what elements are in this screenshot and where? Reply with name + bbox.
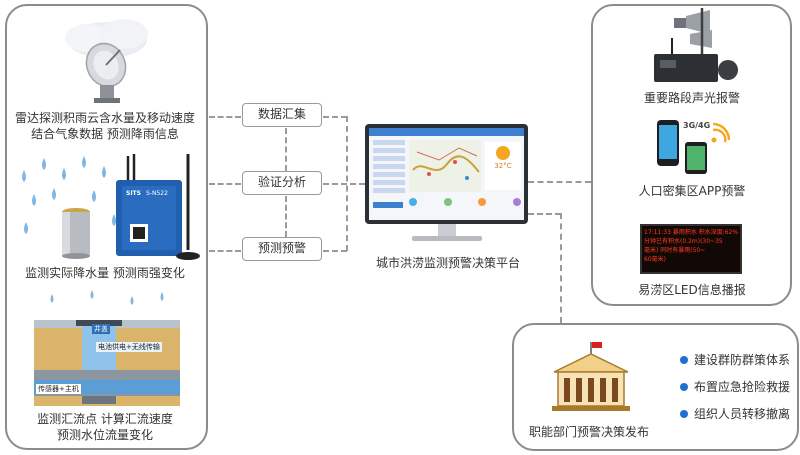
alarm-caption: 重要路段声光报警 (643, 91, 740, 105)
radar-caption-line2: 结合气象数据 预测降雨信息 (31, 127, 179, 141)
connector-line (209, 183, 241, 185)
monitor-neck (438, 224, 456, 236)
connector-line (209, 250, 241, 252)
rain-gauge-icon (62, 208, 90, 259)
led-text-line: 毫米) 同时有暴雨(50~ (644, 247, 706, 254)
list-item: 布置应急抢险救援 (680, 379, 790, 395)
radar-caption-line1: 雷达探测积雨云含水量及移动速度 (15, 111, 196, 125)
bullet-icon (680, 410, 688, 418)
led-text-line: 60毫米) (644, 256, 666, 263)
led-caption: 易涝区LED信息播报 (638, 283, 746, 297)
flow-caption-line1: 监测汇流点 计算汇流速度 (37, 412, 173, 426)
sensor-host-label: 传感器+主机 (36, 384, 81, 394)
rtu-brand-label: SITS (126, 190, 141, 197)
government-building-icon (552, 342, 630, 411)
bullet-icon (680, 356, 688, 364)
led-text-line: 分钟已有积水(0.2m)(30~35 (644, 238, 723, 245)
bottom-caption: 职能部门预警决策发布 (528, 425, 649, 439)
manhole-label: 井盖 (92, 324, 110, 334)
connector-line (209, 116, 241, 118)
forecast-warning-step: 预测预警 (242, 237, 322, 261)
list-item-label: 布置应急抢险救援 (694, 380, 791, 394)
screen-temperature: 32°C (494, 162, 512, 170)
platform-screen: 32°C (369, 128, 524, 220)
verification-analysis-step: 验证分析 (242, 171, 322, 195)
led-display-board: 17:11:33 暴雨积水 积水深度:62% 分钟已有积水(0.2m)(30~3… (640, 224, 742, 274)
connector-line (323, 183, 365, 185)
list-item-label: 建设群防群策体系 (694, 353, 791, 367)
flow-caption-line2: 预测水位流量变化 (56, 428, 153, 442)
app-caption: 人口密集区APP预警 (638, 184, 746, 198)
connector-line (528, 181, 591, 183)
bullet-icon (680, 383, 688, 391)
platform-caption: 城市洪涝监测预警决策平台 (375, 256, 520, 270)
network-badge: 3G/4G (683, 121, 711, 130)
list-item-label: 组织人员转移撤离 (694, 407, 791, 421)
rain-caption: 监测实际降水量 预测雨强变化 (25, 266, 185, 280)
decision-platform-monitor: 32°C (365, 124, 528, 224)
connector-line (285, 196, 287, 237)
decision-action-list: 建设群防群策体系 布置应急抢险救援 组织人员转移撤离 (680, 352, 790, 433)
connector-line (323, 116, 347, 118)
connector-line (560, 213, 562, 323)
led-text-line: 17:11:33 暴雨积水 积水深度:62% (644, 229, 739, 236)
radar-dish-icon (65, 19, 148, 103)
mobile-app-icon (657, 120, 731, 174)
data-collection-step: 数据汇集 (242, 103, 322, 127)
rain-drops-icon (22, 156, 116, 234)
power-transmission-label: 电池供电+无线传输 (96, 342, 162, 352)
connector-line (323, 250, 347, 252)
rtu-model-label: S-N522 (146, 190, 168, 197)
rtu-device-icon (116, 154, 200, 260)
city-map-graphic (409, 140, 481, 192)
monitor-base (412, 236, 482, 241)
list-item: 组织人员转移撤离 (680, 406, 790, 422)
siren-speaker-icon (654, 8, 738, 82)
connector-line (528, 213, 561, 215)
connector-line (285, 128, 287, 171)
list-item: 建设群防群策体系 (680, 352, 790, 368)
